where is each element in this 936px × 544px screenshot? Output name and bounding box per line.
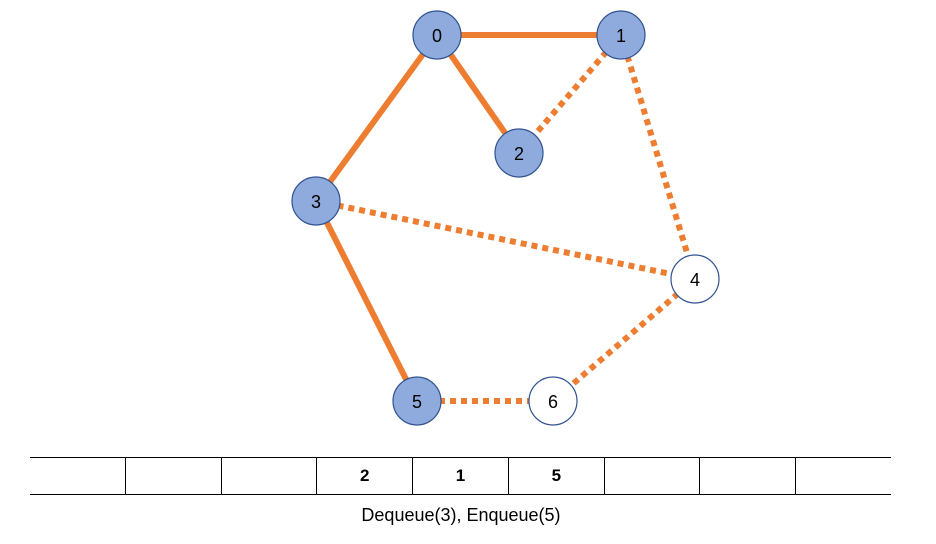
node-6: 6 [528, 376, 578, 426]
queue-cell [30, 458, 125, 494]
node-circle-5 [392, 376, 442, 426]
node-label-0: 0 [432, 26, 442, 46]
queue-cell [220, 458, 317, 494]
node-label-1: 1 [616, 26, 626, 46]
operation-caption: Dequeue(3), Enqueue(5) [361, 505, 561, 525]
node-label-3: 3 [311, 192, 321, 212]
graph-diagram: 0 1 2 3 4 5 6 [291, 10, 720, 426]
node-label-6: 6 [548, 392, 558, 412]
queue-cell [603, 458, 700, 494]
node-5: 5 [392, 376, 442, 426]
node-0: 0 [412, 10, 462, 60]
node-1: 1 [596, 10, 646, 60]
queue-cell [124, 458, 221, 494]
node-3: 3 [291, 176, 341, 226]
node-circle-0 [412, 10, 462, 60]
edge-1-4 [618, 34, 698, 280]
node-label-5: 5 [412, 392, 422, 412]
edge-1-2 [516, 33, 624, 155]
node-circle-6 [528, 376, 578, 426]
queue-cell: 5 [507, 458, 604, 494]
edges-layer [313, 32, 698, 404]
edge-3-4 [315, 198, 696, 282]
node-label-2: 2 [514, 144, 524, 164]
node-circle-3 [291, 176, 341, 226]
queue-cell: 2 [316, 458, 412, 494]
node-label-4: 4 [690, 270, 700, 290]
node-2: 2 [494, 128, 544, 178]
node-circle-4 [670, 254, 720, 304]
node-circle-1 [596, 10, 646, 60]
queue-cell [795, 458, 891, 494]
queue-cell [699, 458, 795, 494]
queue-cell: 1 [412, 458, 508, 494]
node-4: 4 [670, 254, 720, 304]
nodes-layer: 0 1 2 3 4 5 6 [291, 10, 720, 426]
edge-0-3 [313, 33, 440, 203]
edge-3-5 [313, 199, 420, 403]
edge-4-6 [551, 276, 697, 404]
node-circle-2 [494, 128, 544, 178]
